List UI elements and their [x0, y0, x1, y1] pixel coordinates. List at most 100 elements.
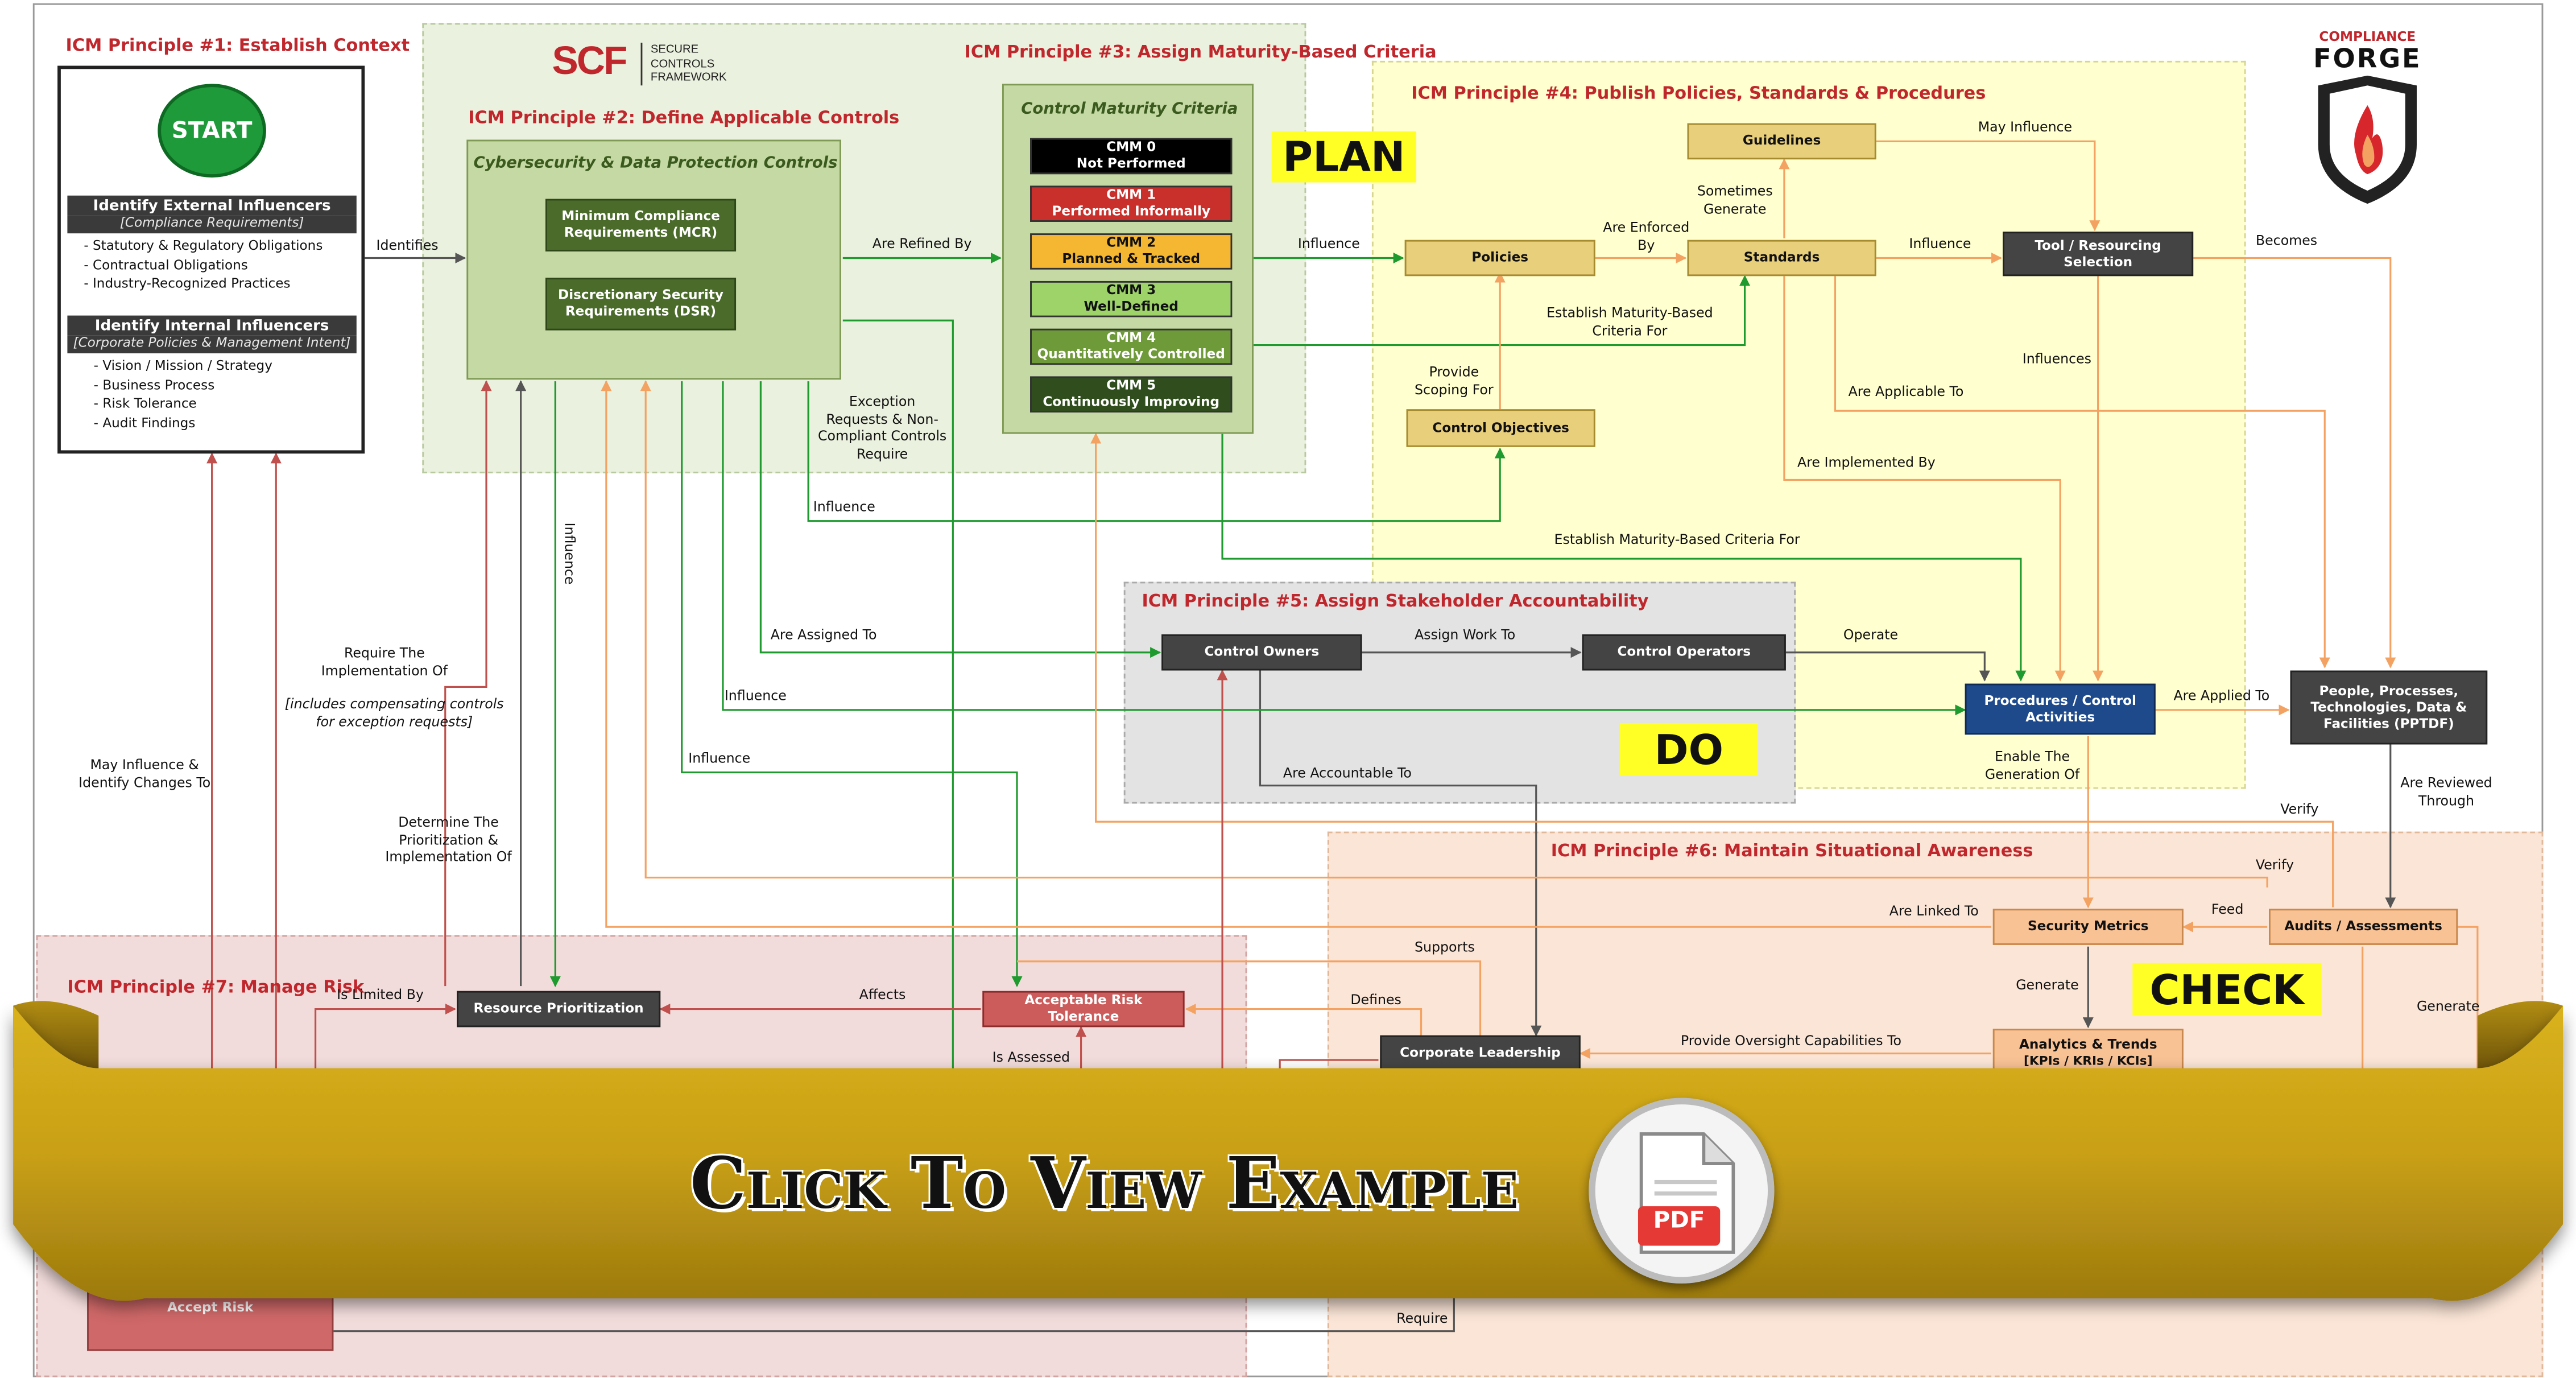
label-verify-a: Verify — [2280, 800, 2319, 817]
external-influencers: Identify External Influencers [Complianc… — [67, 195, 357, 294]
control-operators-node[interactable]: Control Operators — [1582, 634, 1786, 671]
internal-item: - Vision / Mission / Strategy — [93, 358, 272, 373]
start-circle[interactable]: START — [158, 84, 266, 178]
label-generate-a: Generate — [2016, 976, 2079, 993]
banner-text[interactable]: Click To View Example — [690, 1144, 1519, 1226]
external-item: - Contractual Obligations — [84, 257, 248, 273]
cmm-code: CMM 1 — [1106, 188, 1156, 203]
check-tag: CHECK — [2132, 963, 2322, 1016]
audits-node[interactable]: Audits / Assessments — [2269, 909, 2458, 945]
label-influence-c: Influence — [813, 498, 875, 515]
cmm-code: CMM 5 — [1106, 378, 1156, 394]
principle-2-title: ICM Principle #2: Define Applicable Cont… — [468, 108, 900, 129]
shield-icon — [2318, 75, 2417, 204]
scf-logo: SCF SECURE CONTROLS FRAMEWORK — [552, 39, 766, 89]
label-may-influence: May Influence — [1978, 118, 2073, 135]
label-affects: Affects — [859, 986, 906, 1002]
principle-7-title: ICM Principle #7: Manage Risk — [67, 977, 365, 998]
principle-6-title: ICM Principle #6: Maintain Situational A… — [1550, 841, 2033, 861]
label-require: Require — [1396, 1310, 1448, 1327]
tool-selection-node[interactable]: Tool / Resourcing Selection — [2003, 232, 2194, 277]
label-are-accountable-to: Are Accountable To — [1283, 764, 1412, 781]
label-are-implemented-by: Are Implemented By — [1797, 453, 1936, 471]
label-is-limited-by: Is Limited By — [337, 986, 424, 1002]
internal-item: - Business Process — [93, 377, 215, 393]
policies-node[interactable]: Policies — [1404, 240, 1595, 277]
label-assign-work-to: Assign Work To — [1414, 626, 1516, 643]
principle-4-title: ICM Principle #4: Publish Policies, Stan… — [1411, 84, 1986, 104]
external-sub: [Compliance Requirements] — [67, 215, 357, 234]
scf-line-3: FRAMEWORK — [650, 72, 727, 84]
control-owners-node[interactable]: Control Owners — [1161, 634, 1362, 671]
control-objectives-node[interactable]: Control Objectives — [1406, 409, 1595, 447]
procedures-node[interactable]: Procedures / Control Activities — [1965, 683, 2156, 735]
label-influence-b: Influence — [1909, 235, 1971, 251]
cmm-code: CMM 0 — [1106, 140, 1156, 155]
brand-line-1: COMPLIANCE — [2319, 29, 2416, 44]
internal-header: Identify Internal Influencers — [67, 315, 357, 336]
external-list: - Statutory & Regulatory Obligations - Co… — [67, 237, 356, 294]
scf-line-1: SECURE — [650, 44, 699, 56]
label-verify-b: Verify — [2255, 856, 2294, 873]
principle-1-title: ICM Principle #1: Establish Context — [65, 36, 410, 56]
mcr-node[interactable]: Minimum Compliance Requirements (MCR) — [545, 199, 737, 251]
cmm-name: Quantitatively Controlled — [1037, 346, 1225, 362]
pptdf-node[interactable]: People, Processes, Technologies, Data & … — [2290, 670, 2488, 745]
scf-mark: SCF — [552, 39, 628, 84]
internal-influencers: Identify Internal Influencers [Corporate… — [67, 315, 357, 433]
diagram-frame — [32, 3, 2544, 1377]
internal-item: - Risk Tolerance — [93, 396, 197, 411]
label-are-refined-by: Are Refined By — [872, 235, 972, 251]
label-generate-b: Generate — [2416, 997, 2480, 1014]
resource-prioritization-node[interactable]: Resource Prioritization — [457, 991, 661, 1028]
label-influence-d: Influence — [724, 687, 787, 704]
label-identifies: Identifies — [376, 236, 439, 253]
controls-title: Cybersecurity & Data Protection Controls — [473, 154, 838, 173]
label-are-enforced-by: Are Enforced By — [1603, 218, 1690, 253]
label-are-linked-to: Are Linked To — [1889, 902, 1979, 919]
label-operate: Operate — [1843, 626, 1899, 643]
guidelines-node[interactable]: Guidelines — [1687, 123, 1876, 160]
label-are-assigned-to: Are Assigned To — [770, 626, 877, 643]
label-provide-scoping: Provide Scoping For — [1415, 363, 1494, 398]
label-becomes: Becomes — [2255, 232, 2318, 249]
external-item: - Industry-Recognized Practices — [84, 276, 291, 291]
principle-5-title: ICM Principle #5: Assign Stakeholder Acc… — [1142, 591, 1649, 612]
security-metrics-node[interactable]: Security Metrics — [1992, 909, 2184, 945]
pdf-button[interactable]: PDF — [1589, 1098, 1775, 1284]
internal-item: - Audit Findings — [93, 415, 196, 431]
standards-node[interactable]: Standards — [1687, 240, 1876, 277]
label-influences: Influences — [2022, 350, 2092, 367]
internal-sub: [Corporate Policies & Management Intent] — [67, 335, 357, 354]
cmm-code: CMM 3 — [1106, 283, 1156, 298]
label-sometimes-generate: Sometimes Generate — [1697, 182, 1773, 217]
cmm-name: Planned & Tracked — [1062, 251, 1201, 266]
label-establish-criteria-a: Establish Maturity-Based Criteria For — [1547, 304, 1713, 339]
acceptable-risk-node[interactable]: Acceptable Risk Tolerance — [982, 991, 1185, 1028]
compliance-forge-logo: COMPLIANCE FORGE — [2304, 30, 2432, 207]
external-item: - Statutory & Regulatory Obligations — [84, 238, 323, 253]
label-exception-requests: Exception Requests & Non-Compliant Contr… — [817, 393, 947, 462]
label-are-applicable-to: Are Applicable To — [1848, 383, 1964, 399]
cmm-name: Performed Informally — [1052, 204, 1211, 219]
dsr-node[interactable]: Discretionary Security Requirements (DSR… — [545, 278, 737, 331]
label-enable-generation: Enable The Generation Of — [1984, 748, 2080, 782]
label-defines: Defines — [1350, 991, 1401, 1008]
label-influence-a: Influence — [1297, 235, 1360, 251]
cmm-code: CMM 2 — [1106, 236, 1156, 251]
analytics-label: Analytics & Trends — [2019, 1037, 2157, 1052]
label-are-reviewed-through: Are Reviewed Through — [2400, 774, 2492, 808]
pdf-file-icon — [1638, 1132, 1735, 1254]
do-tag: DO — [1620, 723, 1758, 776]
context-box: START Identify External Influencers [Com… — [57, 65, 365, 454]
analytics-sub: [KPIs / KRIs / KCIs] — [2024, 1053, 2153, 1068]
maturity-title: Control Maturity Criteria — [1021, 100, 1238, 118]
scf-line-2: CONTROLS — [650, 58, 715, 70]
